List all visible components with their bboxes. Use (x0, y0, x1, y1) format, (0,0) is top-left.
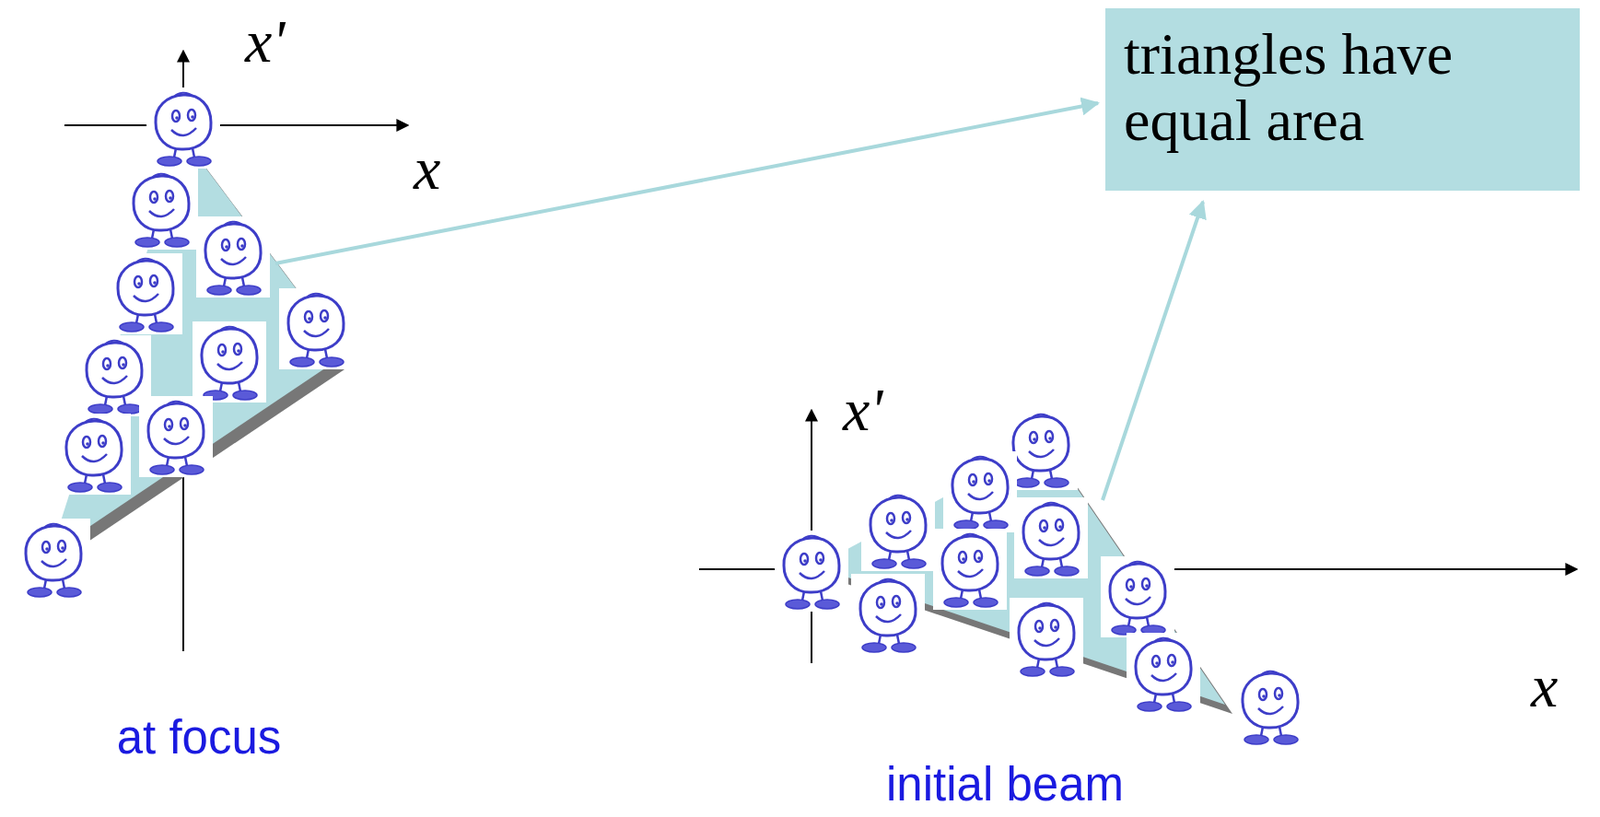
axis-label: x (1530, 655, 1558, 717)
particle-group (774, 408, 1308, 748)
axis-label: x' (842, 379, 883, 441)
x-axis (64, 124, 409, 127)
note-text: triangles have equal area (1123, 21, 1562, 153)
axis-label: x (413, 138, 441, 199)
pointer-arrow (1102, 201, 1203, 501)
note-box: triangles have equal area (1105, 8, 1580, 191)
plot-caption: initial beam (886, 760, 1124, 808)
plot-caption: at focus (116, 713, 282, 761)
pointer-arrow (275, 103, 1098, 264)
particle-group (16, 87, 353, 600)
axis-label: x' (245, 11, 285, 72)
